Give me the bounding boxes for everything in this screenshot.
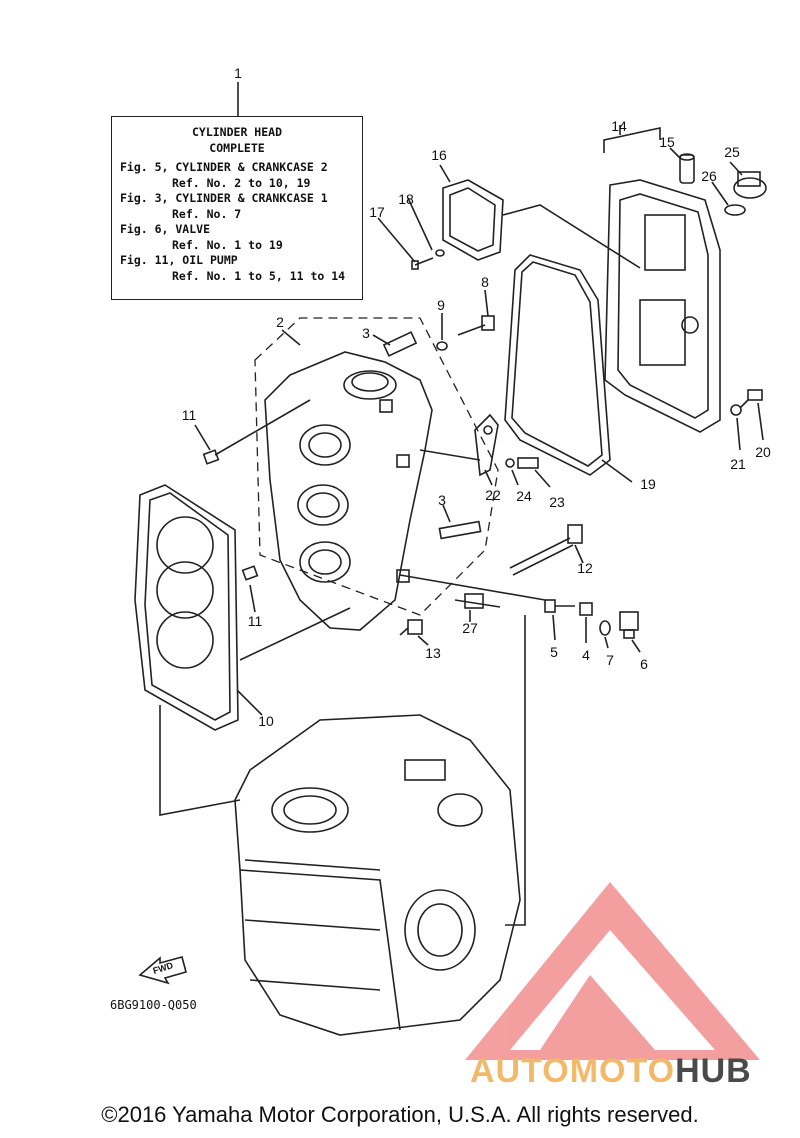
o-ring-7-icon — [599, 620, 611, 636]
forward-arrow-icon — [138, 956, 187, 985]
info-fig: Fig. 3, CYLINDER & CRANKCASE 1 — [120, 191, 328, 205]
callout-11: 11 — [181, 407, 197, 423]
callout-12: 12 — [577, 560, 593, 576]
callout-14: 14 — [611, 118, 627, 134]
long-bolt-12-icon — [509, 524, 583, 576]
cylinder-head-icon — [264, 351, 433, 631]
washer-24-icon — [505, 458, 515, 468]
head-gasket-icon — [134, 484, 239, 731]
callout-5: 5 — [550, 644, 558, 660]
callout-6: 6 — [640, 656, 648, 672]
washer-9-icon — [436, 341, 448, 351]
crankcase-icon — [234, 714, 521, 1036]
bolt-20-icon — [739, 389, 763, 409]
callout-21: 21 — [730, 456, 746, 472]
callout-17: 17 — [369, 204, 385, 220]
bracket-22-icon — [474, 413, 499, 477]
callout-4: 4 — [582, 647, 590, 663]
dowel-11b-icon — [241, 565, 259, 581]
watermark-part1: AUTOMOTO — [470, 1052, 676, 1090]
dowel-11a-icon — [202, 449, 220, 465]
watermark-brand: AUTOMOTOHUB — [470, 1052, 752, 1091]
bolt-5-icon — [544, 599, 575, 613]
callout-3: 3 — [362, 325, 370, 341]
callout-25: 25 — [724, 144, 740, 160]
oil-filler-cap-icon — [733, 171, 767, 199]
bolt-8-icon — [457, 315, 495, 336]
callout-9: 9 — [437, 297, 445, 313]
cover-gasket-icon — [504, 254, 611, 476]
diagram-code: 6BG9100-Q050 — [110, 998, 197, 1012]
breather-plate-icon — [442, 179, 504, 261]
callout-15: 15 — [659, 134, 675, 150]
callout-24: 24 — [516, 488, 532, 504]
bolt-17-icon — [411, 257, 434, 270]
info-ref: Ref. No. 2 to 10, 19 — [172, 175, 311, 190]
info-box: CYLINDER HEAD COMPLETE Fig. 5, CYLINDER … — [111, 116, 363, 300]
copyright-text: ©2016 Yamaha Motor Corporation, U.S.A. A… — [101, 1102, 699, 1127]
o-ring-26-icon — [724, 204, 746, 216]
info-fig: Fig. 11, OIL PUMP — [120, 253, 238, 267]
washer-18-icon — [435, 249, 445, 257]
stud-bolt-3a-icon — [382, 331, 418, 357]
dowel-pin-15-icon — [679, 153, 695, 184]
callout-18: 18 — [398, 191, 414, 207]
callout-11b: 11 — [247, 613, 263, 629]
callout-2: 2 — [276, 314, 284, 330]
callout-23: 23 — [549, 494, 565, 510]
callout-1: 1 — [234, 65, 242, 81]
callout-3b: 3 — [438, 492, 446, 508]
spacer-4-icon — [579, 602, 593, 616]
callout-27: 27 — [462, 620, 478, 636]
info-fig: Fig. 6, VALVE — [120, 222, 211, 236]
callout-8: 8 — [481, 274, 489, 290]
info-title-line2: COMPLETE — [209, 140, 265, 155]
callout-19: 19 — [640, 476, 656, 492]
washer-21-icon — [730, 404, 742, 416]
bolt-23-icon — [517, 457, 539, 469]
callout-7: 7 — [606, 652, 614, 668]
callout-26: 26 — [701, 168, 717, 184]
spark-plug-27-icon — [454, 593, 501, 609]
info-ref: Ref. No. 7 — [172, 206, 242, 221]
plug-6-icon — [619, 611, 639, 639]
valve-cover-icon — [604, 179, 721, 433]
callout-16: 16 — [431, 147, 447, 163]
callout-10: 10 — [258, 713, 274, 729]
watermark-part2: HUB — [675, 1052, 752, 1090]
info-ref: Ref. No. 1 to 19 — [172, 237, 283, 252]
info-fig: Fig. 5, CYLINDER & CRANKCASE 2 — [120, 160, 328, 174]
watermark-logo-icon — [465, 882, 760, 1060]
callout-20: 20 — [755, 444, 771, 460]
callout-22: 22 — [485, 487, 501, 503]
stud-bolt-3b-icon — [438, 520, 482, 540]
info-ref: Ref. No. 1 to 5, 11 to 14 — [172, 268, 346, 283]
info-title-line1: CYLINDER HEAD — [191, 125, 282, 139]
callout-13: 13 — [425, 645, 441, 661]
bolt-13-icon — [399, 619, 423, 636]
